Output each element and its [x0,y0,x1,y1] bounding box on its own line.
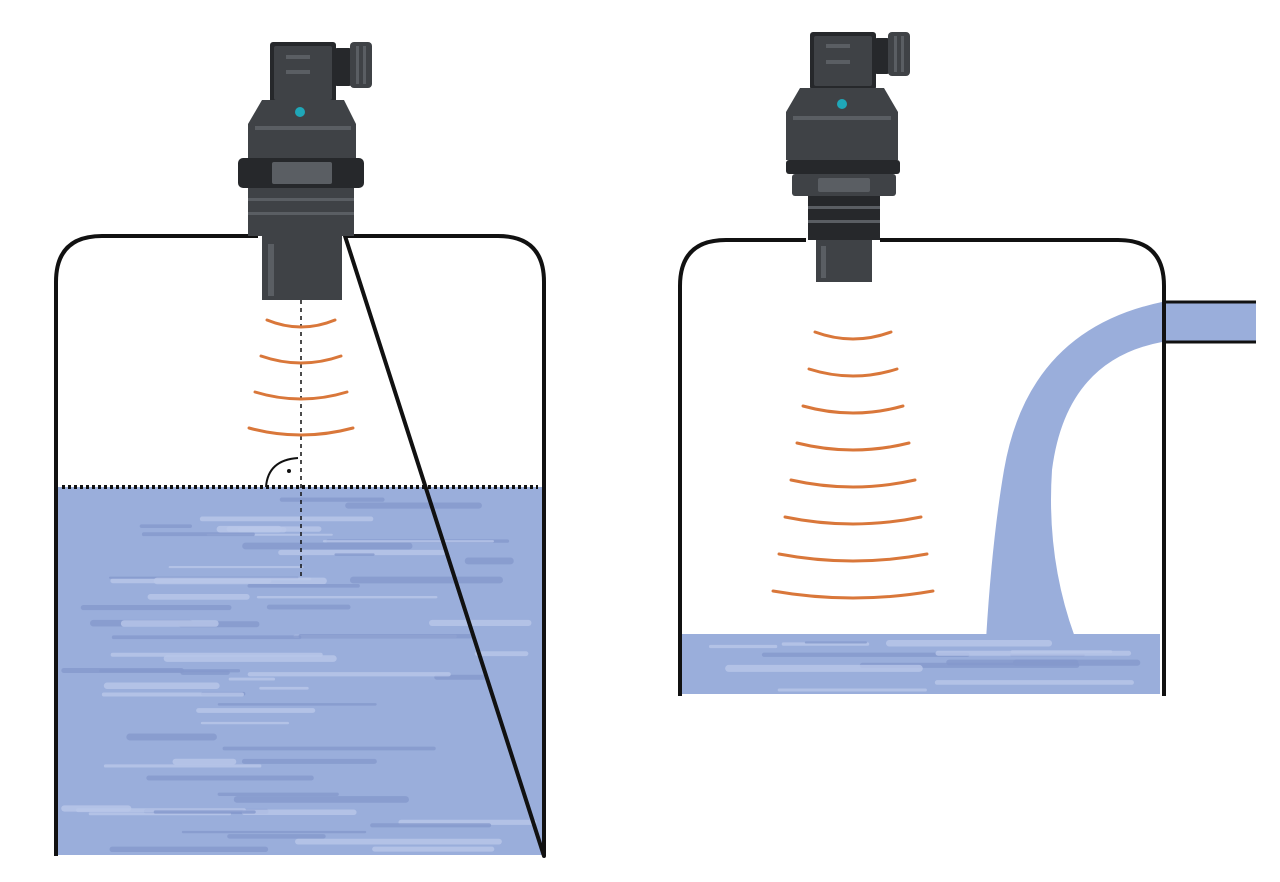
water-streak [708,644,778,649]
sound-wave-arc [253,390,349,401]
water-streak [228,677,276,681]
water-streak [217,792,339,796]
water-streak [885,640,1053,647]
water-streak [256,595,438,599]
tank-filling-outline [678,238,1166,696]
water-streak [242,542,413,550]
tank-full [54,42,546,858]
tank-full-sound-waves [247,318,355,437]
water-streak [120,620,219,627]
inflow-stream [986,302,1162,640]
water-streak [168,566,304,569]
tank-filling-sound-waves [771,330,935,600]
water-streak [217,703,377,706]
water-streak [61,667,184,674]
water-streak [1010,650,1113,654]
water-streak [141,532,255,537]
water-streak [429,619,532,626]
water-streak [222,746,436,751]
water-streak [241,809,357,816]
water-streak [172,758,237,765]
water-streak [101,692,244,697]
water-streak [241,758,377,764]
sound-wave-arc [771,589,935,600]
water-streak [247,583,360,588]
water-streak [725,664,923,672]
sound-wave-arc [265,318,337,329]
sound-wave-arc [813,330,893,341]
water-streak [464,557,514,565]
water-streak [61,805,132,812]
sound-wave-arc [247,426,355,437]
sensor-left [238,42,372,300]
water-streak [146,775,314,781]
water-streak [278,549,446,556]
water-streak [777,688,927,692]
water-streak [180,670,230,675]
sensor-right-led [837,99,847,109]
sound-wave-arc [795,441,911,452]
water-streak [139,524,193,528]
sensor-left-led [295,107,305,117]
water-streak [349,576,504,584]
water-streak [372,846,495,852]
sound-wave-arc [807,367,899,378]
water-streak [111,635,302,640]
tank-filling-water-streaks [708,640,1141,692]
sound-wave-arc [783,515,923,526]
water-streak [298,633,474,639]
water-streak [266,604,351,610]
water-streak [247,672,451,677]
water-streak [126,733,217,741]
sound-wave-arc [777,552,929,563]
water-streak [147,594,250,600]
water-streak [259,686,309,690]
inlet-pipe [1162,302,1256,342]
tank-filling [678,32,1256,696]
water-streak [322,540,495,543]
water-streak [196,708,316,713]
sensor-right [786,32,910,282]
water-streak [227,834,326,839]
sound-wave-arc [789,478,917,489]
sound-wave-arc [801,404,905,415]
water-streak [103,764,262,768]
water-streak [80,604,232,611]
water-streak [761,652,970,657]
water-streak [946,659,1079,666]
water-streak [345,502,482,509]
water-streak [295,838,502,845]
water-streak [153,810,256,814]
water-streak [804,641,867,644]
water-streak [474,651,529,657]
water-streak [103,682,220,689]
water-streak [226,526,322,532]
tank-full-water-streaks [61,497,537,853]
sound-wave-arc [259,354,343,365]
water-streak [334,553,375,556]
water-streak [153,577,327,585]
water-streak [181,830,367,834]
angle-marker-dot [287,469,291,473]
water-streak [370,823,492,828]
water-streak [934,680,1134,685]
angle-marker [265,457,299,488]
water-streak [279,497,385,502]
water-streak [233,796,409,803]
tank-full-outline [54,234,546,858]
water-streak [199,516,374,522]
water-streak [109,846,269,853]
water-streak [163,655,337,662]
water-streak [200,721,290,725]
